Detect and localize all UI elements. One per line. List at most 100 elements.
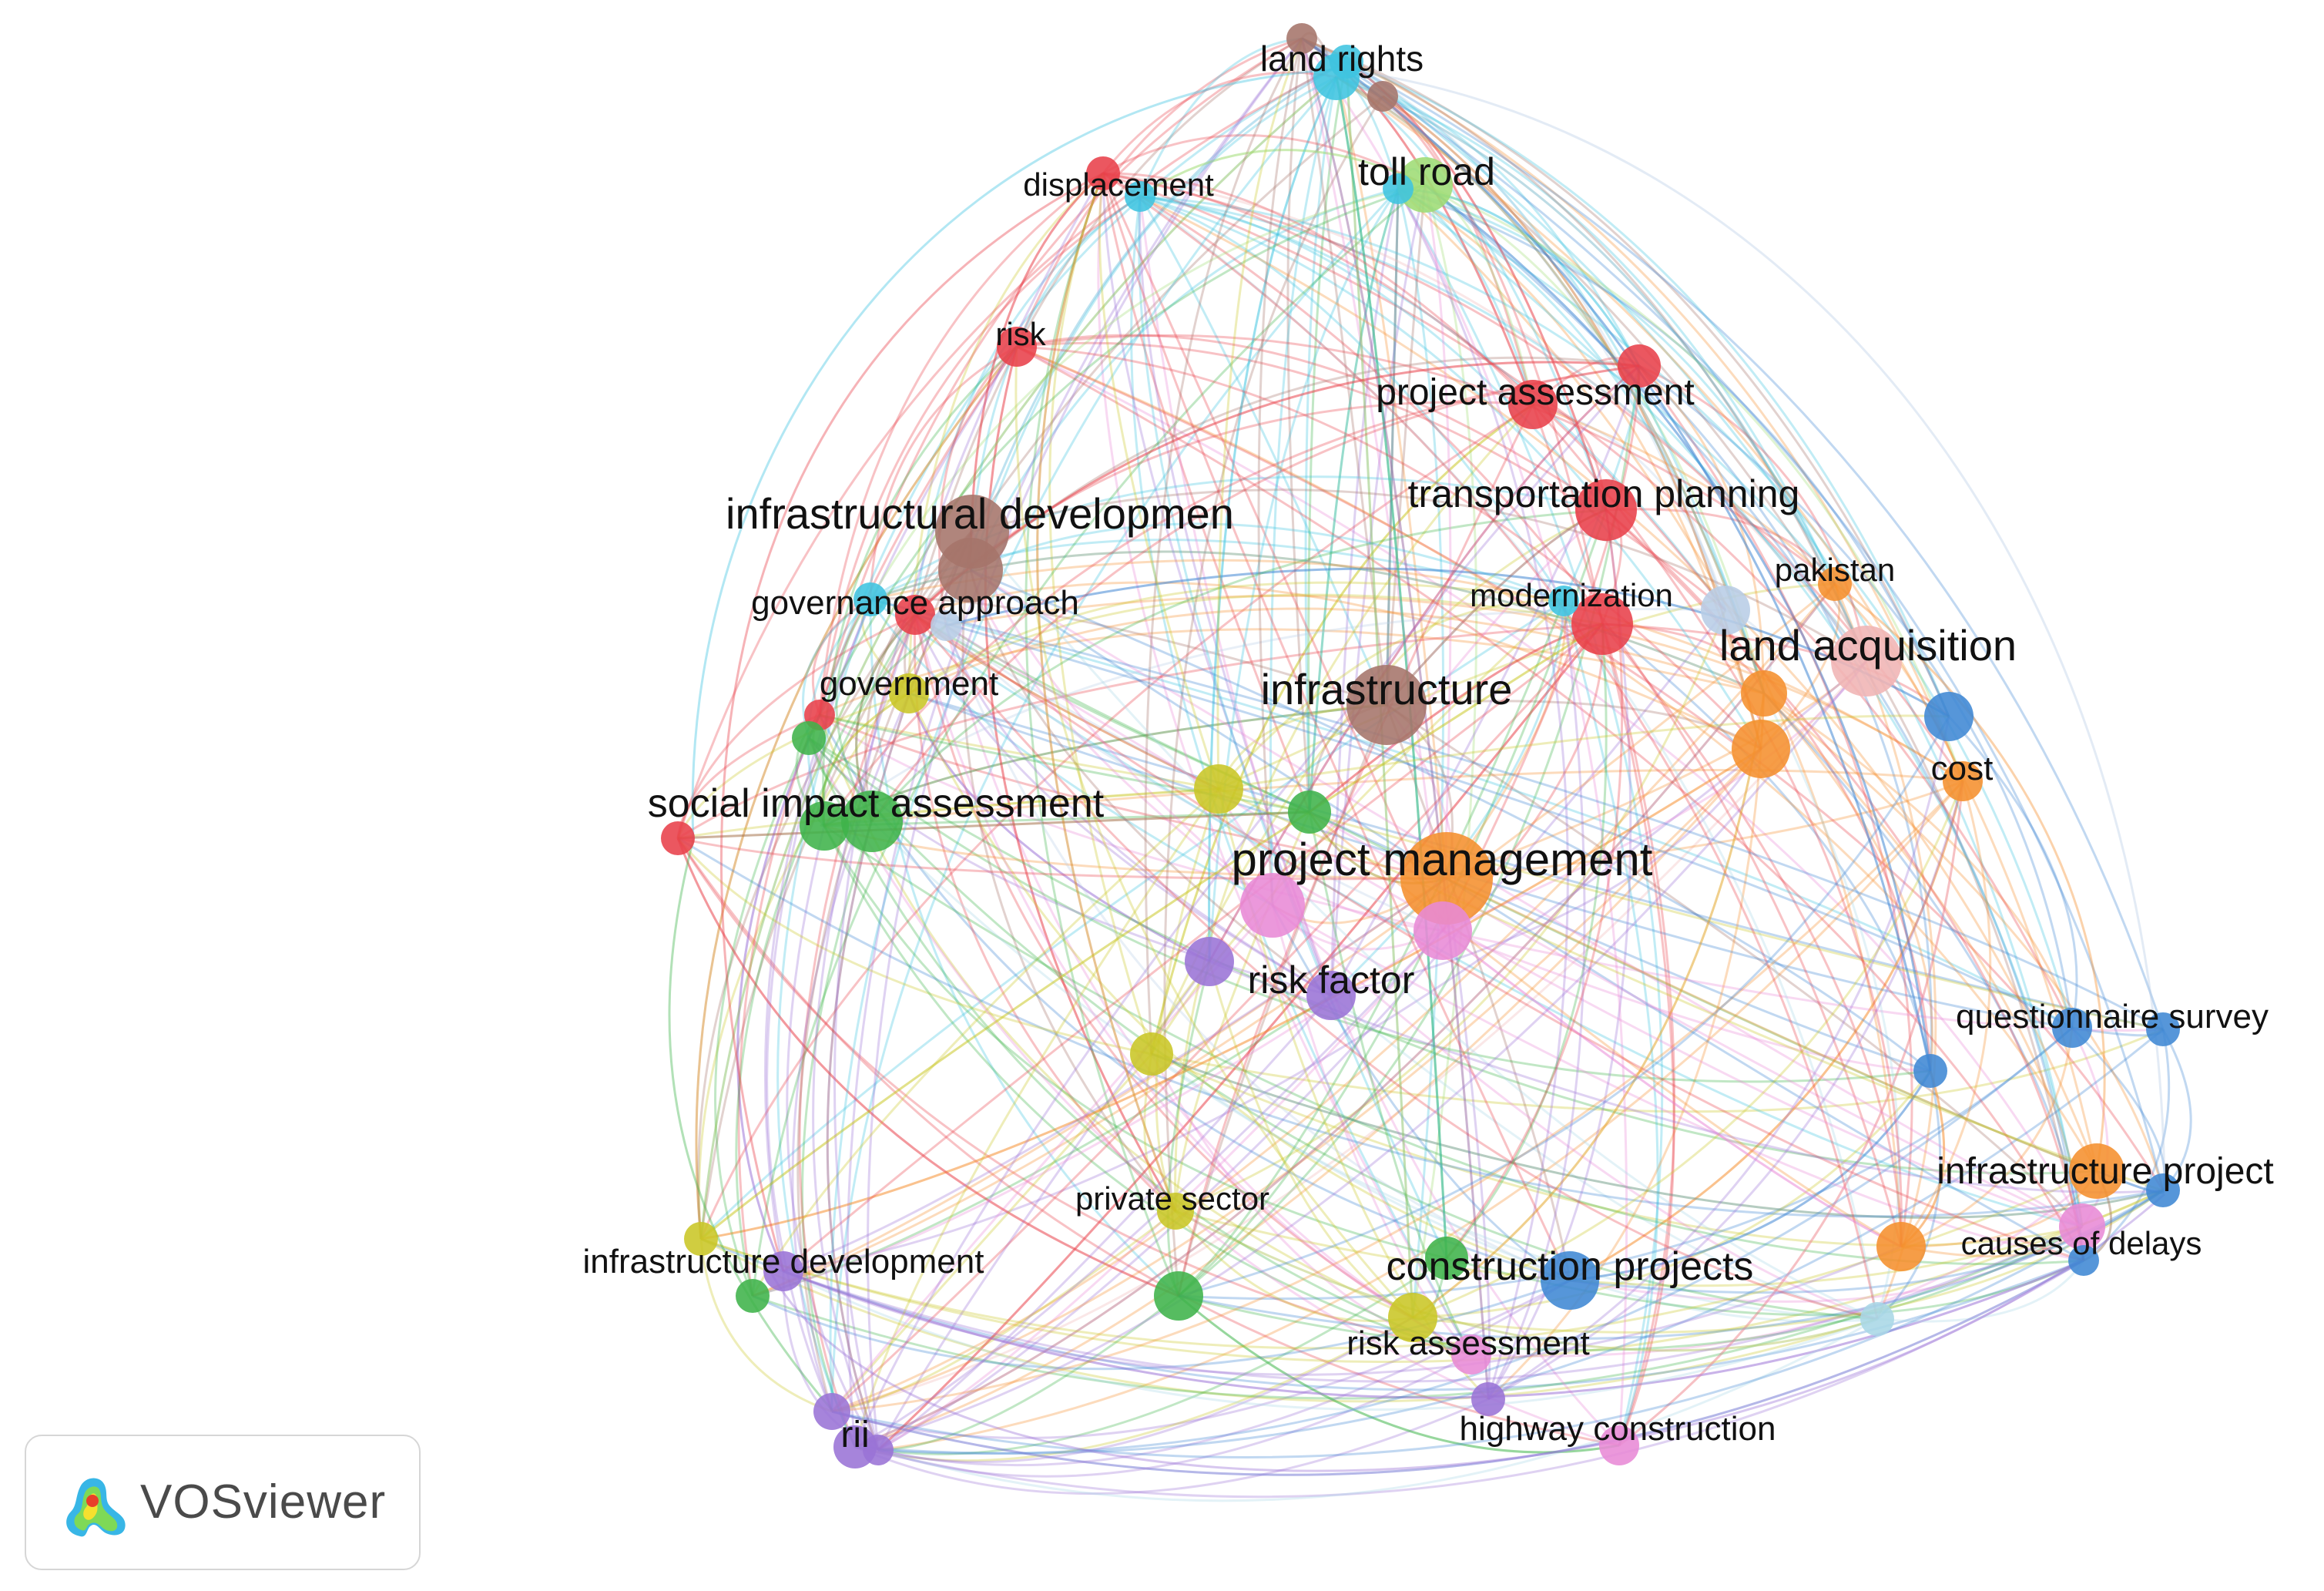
n-orange-mid[interactable] — [1732, 720, 1790, 778]
n-cyan-top2[interactable] — [1330, 45, 1363, 79]
n-rf-purple[interactable] — [1185, 937, 1234, 986]
n-qs-2[interactable] — [2146, 1012, 2180, 1046]
label-project-assessment[interactable]: project assessment — [1376, 372, 1695, 413]
co-occurrence-link — [735, 614, 917, 1297]
n-ip-blue[interactable] — [2146, 1173, 2180, 1207]
n-land-acq[interactable] — [1831, 626, 1902, 696]
n-gov-green[interactable] — [792, 721, 826, 755]
n-green-cp[interactable] — [1425, 1237, 1468, 1280]
n-cd-blue[interactable] — [2068, 1245, 2099, 1276]
n-hc-purple[interactable] — [1471, 1382, 1505, 1416]
label-highway-construction[interactable]: highway construction — [1460, 1410, 1776, 1448]
n-idev-green[interactable] — [736, 1279, 770, 1313]
n-green-bottom[interactable] — [1154, 1271, 1203, 1321]
n-highway-construction[interactable] — [1599, 1425, 1639, 1465]
n-cost[interactable] — [1943, 761, 1983, 801]
n-qs-1[interactable] — [2052, 1008, 2092, 1048]
n-rii-1[interactable] — [813, 1393, 850, 1430]
co-occurrence-link — [1177, 600, 1565, 1297]
n-project-assessment[interactable] — [1508, 380, 1558, 429]
n-toll-cyan[interactable] — [1383, 173, 1414, 204]
label-infrastructure-project[interactable]: infrastructure project — [1937, 1151, 2274, 1192]
label-causes-of-delays[interactable]: causes of delays — [1961, 1225, 2202, 1261]
co-occurrence-link — [1345, 61, 1414, 1318]
n-government[interactable] — [889, 673, 929, 713]
label-pakistan[interactable]: pakistan — [1775, 552, 1895, 588]
n-pm-pink2[interactable] — [1414, 901, 1472, 960]
label-transportation-planning[interactable]: transportation planning — [1408, 472, 1800, 515]
n-modern-cyan[interactable] — [1548, 586, 1579, 616]
label-private-sector[interactable]: private sector — [1075, 1180, 1269, 1217]
n-yellow-mid[interactable] — [1194, 764, 1243, 814]
n-transportation-planning[interactable] — [1575, 479, 1637, 541]
co-occurrence-link — [1618, 780, 1964, 1447]
n-governance-cyan[interactable] — [853, 582, 887, 616]
n-idev-yellow[interactable] — [684, 1222, 718, 1256]
label-infrastructure-development[interactable]: infrastructure development — [583, 1243, 984, 1281]
n-displ-cyan[interactable] — [1125, 181, 1155, 212]
n-pink-cd[interactable] — [2059, 1203, 2105, 1250]
n-sia-1[interactable] — [800, 801, 849, 851]
n-brown-top2[interactable] — [1367, 81, 1398, 112]
n-project-management[interactable] — [1400, 832, 1493, 925]
n-displacement[interactable] — [1086, 156, 1120, 190]
label-displacement[interactable]: displacement — [1023, 166, 1214, 203]
n-pakistan[interactable] — [1818, 567, 1852, 601]
n-ip-or[interactable] — [2069, 1143, 2124, 1199]
label-infrastructure[interactable]: infrastructure — [1261, 665, 1513, 713]
n-infra-dev-big2[interactable] — [938, 538, 1003, 602]
n-risk-factor[interactable] — [1306, 971, 1356, 1020]
n-infrastructure[interactable] — [1346, 665, 1427, 745]
label-rii[interactable]: rii — [840, 1415, 869, 1455]
n-qs-3[interactable] — [1913, 1054, 1947, 1088]
n-risk-assessment[interactable] — [1451, 1334, 1491, 1375]
label-risk-factor[interactable]: risk factor — [1248, 958, 1415, 1002]
n-governance-red[interactable] — [895, 595, 935, 635]
co-occurrence-link — [751, 183, 1426, 1297]
n-pm-pink[interactable] — [1240, 873, 1305, 938]
co-occurrence-link — [877, 1294, 1179, 1452]
n-green-mid[interactable] — [1288, 790, 1331, 834]
n-private-sector[interactable] — [1157, 1193, 1194, 1230]
label-governance-approach[interactable]: governance approach — [751, 584, 1079, 622]
n-idev-purple[interactable] — [763, 1251, 803, 1291]
co-occurrence-link — [1271, 509, 1607, 906]
label-social-impact-assessment[interactable]: social impact assessment — [648, 781, 1105, 826]
n-governance-lb[interactable] — [931, 610, 961, 641]
n-sia-3[interactable] — [661, 821, 695, 855]
co-occurrence-link — [1139, 149, 1426, 198]
n-construction-projects[interactable] — [1541, 1251, 1599, 1310]
n-toll-road[interactable] — [1397, 157, 1453, 213]
label-risk-assessment[interactable]: risk assessment — [1346, 1324, 1589, 1362]
co-occurrence-link — [1442, 660, 1868, 932]
label-questionnaire-survey[interactable]: questionnaire survey — [1956, 998, 2269, 1035]
label-toll-road[interactable]: toll road — [1358, 150, 1495, 193]
n-orange-cd[interactable] — [1876, 1222, 1926, 1271]
n-lightblue[interactable] — [1701, 586, 1750, 635]
n-risk[interactable] — [997, 327, 1037, 367]
co-occurrence-link — [1532, 403, 1727, 611]
co-occurrence-link — [829, 76, 1338, 1412]
n-yellow-low[interactable] — [1130, 1032, 1173, 1076]
label-project-management[interactable]: project management — [1232, 834, 1653, 885]
label-cost[interactable]: cost — [1931, 750, 1994, 787]
n-cp-yellow[interactable] — [1388, 1293, 1437, 1342]
n-pa-red[interactable] — [1618, 344, 1661, 388]
n-modernization[interactable] — [1571, 593, 1633, 655]
n-lightcyan[interactable] — [1860, 1302, 1894, 1336]
label-modernization[interactable]: modernization — [1470, 577, 1673, 613]
co-occurrence-link — [831, 1189, 2164, 1458]
n-rii-3[interactable] — [863, 1435, 894, 1465]
label-risk[interactable]: risk — [995, 316, 1046, 352]
n-sia-2[interactable] — [841, 790, 903, 852]
co-occurrence-link — [1569, 1070, 1932, 1282]
label-government[interactable]: government — [820, 665, 998, 703]
label-land-acquisition[interactable]: land acquisition — [1719, 621, 2017, 670]
label-construction-projects[interactable]: construction projects — [1387, 1244, 1754, 1289]
n-blue-la[interactable] — [1924, 692, 1974, 741]
label-land-rights[interactable]: land rights — [1260, 39, 1424, 79]
n-brown-top[interactable] — [1286, 23, 1317, 54]
n-land-acq-or[interactable] — [1741, 670, 1787, 717]
co-occurrence-link — [871, 768, 1963, 823]
label-infrastructural-development[interactable]: infrastructural developmen — [726, 489, 1234, 538]
